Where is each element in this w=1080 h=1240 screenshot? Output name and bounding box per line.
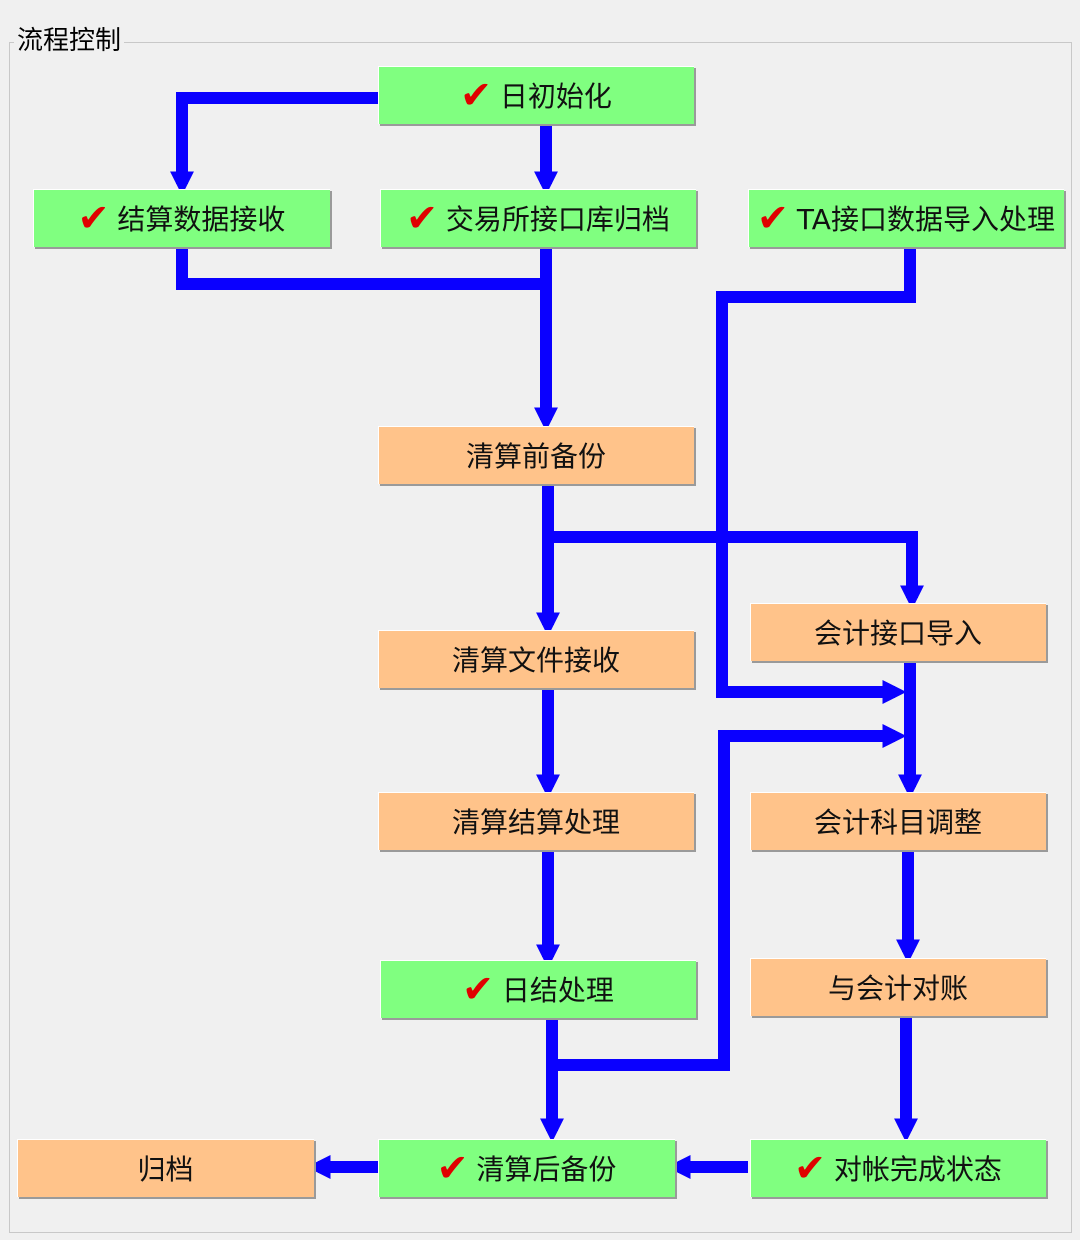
step-archive[interactable]: 归档 [17, 1139, 314, 1197]
group-title: 流程控制 [14, 24, 125, 58]
checkmark-icon: ✔ [436, 1146, 469, 1190]
step-settle-data-recv[interactable]: ✔ 结算数据接收 [33, 189, 330, 247]
checkmark-icon: ✔ [462, 967, 494, 1011]
step-label: 清算结算处理 [451, 806, 620, 839]
step-label: 结算数据接收 [117, 203, 286, 236]
step-pre-clear-backup[interactable]: 清算前备份 [378, 426, 694, 484]
checkmark-icon: ✔ [406, 196, 438, 240]
step-label: 与会计对账 [827, 972, 968, 1005]
step-label: 清算文件接收 [451, 644, 620, 677]
step-label: 清算后备份 [476, 1153, 617, 1186]
step-post-clear-backup[interactable]: ✔ 清算后备份 [378, 1139, 675, 1197]
checkmark-icon: ✔ [77, 196, 110, 240]
step-clear-file-recv[interactable]: 清算文件接收 [378, 630, 694, 688]
flow-control-group [9, 42, 1072, 1233]
step-reconcile-accounting[interactable]: 与会计对账 [750, 958, 1046, 1016]
arrow-pre-backup-to-accounting-import [548, 531, 924, 610]
step-exchange-archive[interactable]: ✔ 交易所接口库归档 [380, 189, 696, 247]
step-label: TA接口数据导入处理 [796, 203, 1055, 236]
step-label: 会计接口导入 [813, 617, 982, 650]
step-accounting-import[interactable]: 会计接口导入 [750, 603, 1046, 661]
checkmark-icon: ✔ [757, 196, 789, 240]
arrow-day-end-to-adjust [552, 724, 907, 1071]
step-day-end-proc[interactable]: ✔ 日结处理 [380, 960, 696, 1018]
step-label: 清算前备份 [465, 440, 606, 473]
step-reconcile-done[interactable]: ✔ 对帐完成状态 [750, 1139, 1046, 1197]
arrow-init-to-settle-recv [170, 92, 378, 196]
step-label: 交易所接口库归档 [445, 203, 670, 236]
step-clear-settle-proc[interactable]: 清算结算处理 [378, 792, 694, 850]
step-label: 会计科目调整 [813, 806, 982, 839]
step-label: 归档 [137, 1153, 194, 1186]
checkmark-icon: ✔ [794, 1146, 826, 1190]
step-label: 日初始化 [499, 80, 612, 113]
step-label: 日结处理 [501, 974, 614, 1007]
step-account-adjust[interactable]: 会计科目调整 [750, 792, 1046, 850]
arrow-ta-to-adjust [716, 247, 916, 704]
line-settle-recv-merge [176, 247, 546, 290]
step-ta-import[interactable]: ✔ TA接口数据导入处理 [748, 189, 1064, 247]
step-label: 对帐完成状态 [833, 1153, 1002, 1186]
checkmark-icon: ✔ [460, 73, 492, 117]
step-day-init[interactable]: ✔ 日初始化 [378, 66, 694, 124]
